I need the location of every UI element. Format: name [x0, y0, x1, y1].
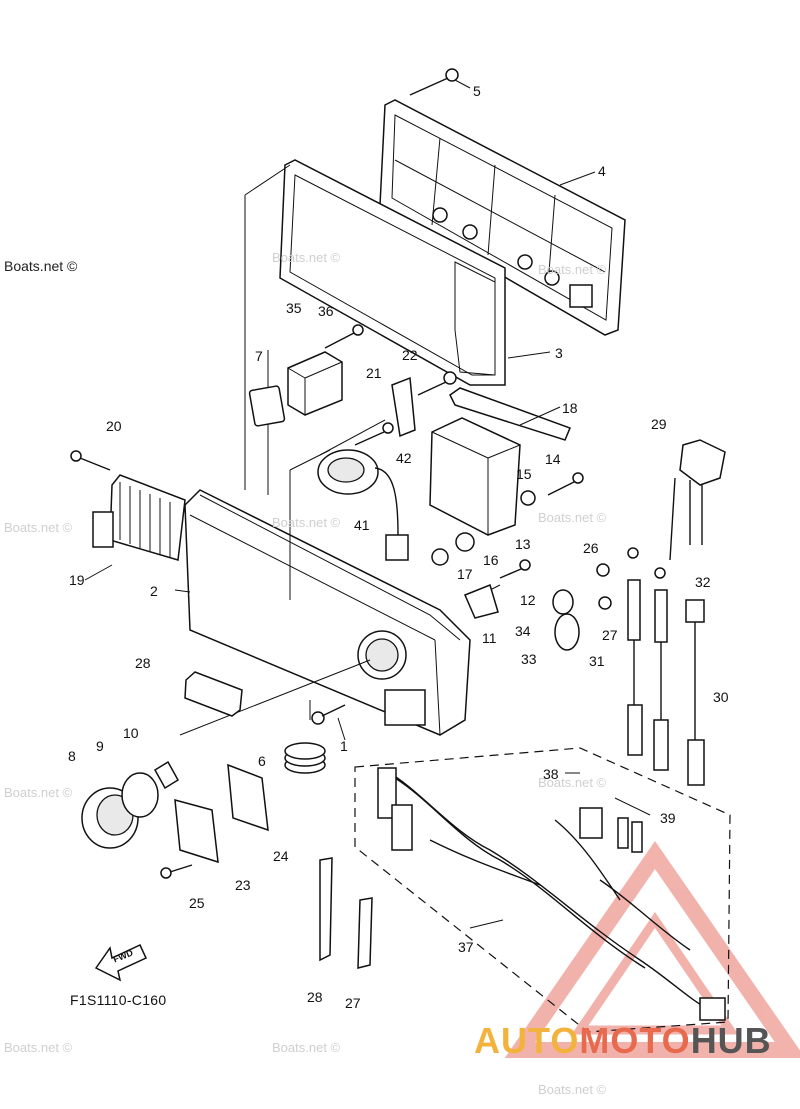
brand-watermark: AUTOMOTOHUB: [474, 1020, 772, 1062]
part-number: 1: [340, 738, 348, 754]
part-number: 36: [318, 303, 334, 319]
main-box-part: [184, 489, 471, 736]
part-number: 2: [150, 583, 158, 599]
rectifier-part: [92, 474, 186, 561]
part-number: 8: [68, 748, 76, 764]
screw-22: [417, 371, 457, 396]
cap-part: [81, 772, 159, 849]
screw-12: [499, 559, 531, 579]
part-number: 33: [521, 651, 537, 667]
site-watermark: Boats.net ©: [538, 510, 607, 525]
screw-42: [354, 422, 394, 446]
part-number: 13: [515, 536, 531, 552]
cover-part: [379, 99, 626, 336]
part-number: 26: [583, 540, 599, 556]
holder-part: [449, 387, 571, 441]
part-number: 32: [695, 574, 711, 590]
part-number: 39: [660, 810, 676, 826]
grommet-16: [455, 532, 475, 552]
screw-5: [409, 68, 459, 96]
pad-part: [248, 385, 286, 427]
part-number: 15: [516, 466, 532, 482]
part-number: 5: [473, 83, 481, 99]
part-number: 27: [602, 627, 618, 643]
part-number: 21: [366, 365, 382, 381]
plate-24: [227, 763, 269, 832]
brand-part-auto: AUTO: [474, 1020, 580, 1061]
site-watermark: Boats.net ©: [538, 1082, 607, 1097]
site-watermark: Boats.net ©: [272, 250, 341, 265]
part-number: 42: [396, 450, 412, 466]
part-number: 41: [354, 517, 370, 533]
site-watermark: Boats.net ©: [272, 1040, 341, 1055]
screw-1: [311, 704, 346, 725]
part-number: 27: [345, 995, 361, 1011]
screw-14: [547, 472, 584, 496]
part-number: 25: [189, 895, 205, 911]
screw-20: [70, 450, 111, 471]
brand-part-moto: MOTO: [579, 1020, 691, 1061]
part-number: 18: [562, 400, 578, 416]
site-watermark: Boats.net ©: [4, 1040, 73, 1055]
part-number: 4: [598, 163, 606, 179]
part-number: 11: [482, 630, 497, 646]
leader-lines: [84, 79, 651, 929]
part-number: 28: [135, 655, 151, 671]
part-number: 24: [273, 848, 289, 864]
connectors-group: [552, 439, 726, 786]
relay-part: [287, 351, 343, 416]
site-watermark: Boats.net ©: [4, 520, 73, 535]
coil-part: [284, 742, 326, 774]
part-number: 7: [255, 348, 263, 364]
site-watermark: Boats.net ©: [538, 775, 607, 790]
plate-part: [184, 671, 243, 717]
part-number: 34: [515, 623, 531, 639]
site-watermark: Boats.net ©: [4, 785, 73, 800]
collar-17: [431, 548, 449, 566]
part-number: 6: [258, 753, 266, 769]
part-number: 37: [458, 939, 474, 955]
screw-37: [324, 324, 364, 349]
bracket-11: [464, 583, 499, 619]
part-number: 35: [286, 300, 302, 316]
part-number: 10: [123, 725, 139, 741]
diagram-code: F1S1110-C160: [70, 992, 167, 1008]
brand-part-hub: HUB: [690, 1020, 772, 1061]
site-watermark: Boats.net ©: [272, 515, 341, 530]
part-number: 29: [651, 416, 667, 432]
part-number: 30: [713, 689, 729, 705]
bracket-part: [391, 376, 416, 438]
site-watermark: Boats.net ©: [4, 258, 78, 274]
part-number: 16: [483, 552, 499, 568]
part-number: 23: [235, 877, 251, 893]
part-number: 17: [457, 566, 473, 582]
part-number: 28: [307, 989, 323, 1005]
screw-25: [160, 864, 193, 879]
part-number: 9: [96, 738, 104, 754]
sensor-part: [317, 449, 409, 561]
gasket-part: [279, 159, 506, 386]
part-number: 3: [555, 345, 563, 361]
brand-triangle-logo: [504, 840, 800, 1058]
cable-tie-28: [319, 857, 333, 962]
cdi-unit-part: [429, 417, 521, 536]
cable-tie-27: [357, 897, 373, 969]
part-number: 31: [589, 653, 605, 669]
washer-15: [520, 490, 536, 506]
plate-23: [174, 798, 219, 864]
clip-part: [153, 760, 180, 790]
part-number: 20: [106, 418, 122, 434]
harness-outline: [354, 747, 731, 1033]
wire-harness: [377, 767, 726, 1021]
part-number: 19: [69, 572, 85, 588]
site-watermark: Boats.net ©: [538, 262, 607, 277]
part-number: 12: [520, 592, 536, 608]
fwd-arrow-icon: [94, 944, 147, 982]
part-number: 22: [402, 347, 418, 363]
part-number: 38: [543, 766, 559, 782]
part-number: 14: [545, 451, 561, 467]
